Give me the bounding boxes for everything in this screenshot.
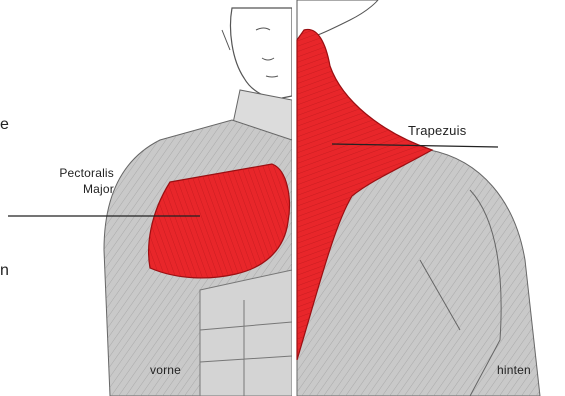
front-view-label: vorne xyxy=(150,363,181,377)
cropped-text-fragment-lower: n xyxy=(0,262,9,280)
pectoralis-label-line1: Pectoralis xyxy=(30,165,114,181)
head-outline xyxy=(231,8,293,98)
cropped-text-fragment-upper: e xyxy=(0,116,9,134)
trapezius-label: Trapezuis xyxy=(408,123,466,138)
back-view-label: hinten xyxy=(497,363,531,377)
abdomen xyxy=(200,270,292,396)
front-view xyxy=(8,8,292,396)
pectoralis-label-line2: Major xyxy=(30,181,114,197)
back-view xyxy=(297,0,540,396)
pectoralis-label: Pectoralis Major xyxy=(30,165,114,197)
center-divider xyxy=(292,0,297,396)
